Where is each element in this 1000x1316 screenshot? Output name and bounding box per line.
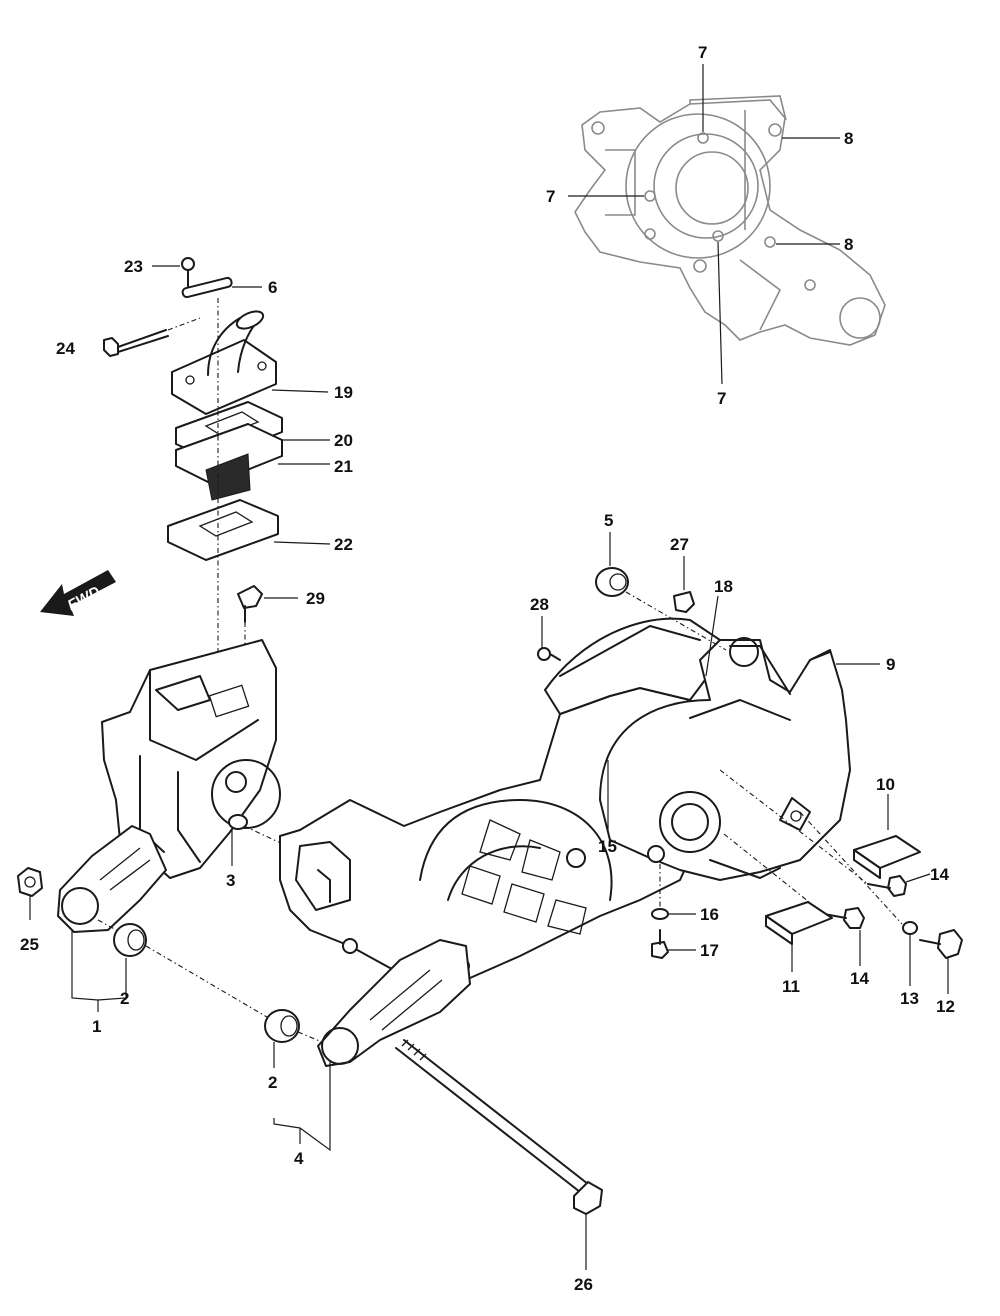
callout-6: 6 xyxy=(268,278,277,297)
callout-11: 11 xyxy=(782,977,800,996)
callout-8-lower: 8 xyxy=(844,235,853,254)
intake-manifold-assembly xyxy=(103,257,331,700)
crankcase-inner-view xyxy=(568,64,886,385)
callout-7-bottom: 7 xyxy=(717,389,726,408)
callout-28: 28 xyxy=(530,595,549,614)
callout-12: 12 xyxy=(936,997,955,1016)
callout-2-left: 2 xyxy=(120,989,129,1008)
gear-cover xyxy=(599,595,880,881)
callout-21: 21 xyxy=(334,457,353,476)
callout-29: 29 xyxy=(306,589,325,608)
callout-2-right: 2 xyxy=(268,1073,277,1092)
hardware-right xyxy=(651,769,963,994)
callout-13: 13 xyxy=(900,989,919,1008)
callout-1: 1 xyxy=(92,1017,101,1036)
bracket-leaders xyxy=(71,930,331,1152)
callout-labels: 7 8 7 8 7 23 6 24 19 20 21 22 29 5 27 18… xyxy=(20,43,955,1294)
callout-24: 24 xyxy=(56,339,75,358)
callout-20: 20 xyxy=(334,431,353,450)
callout-27: 27 xyxy=(670,535,689,554)
callout-8-upper: 8 xyxy=(844,129,853,148)
callout-14-upper: 14 xyxy=(930,865,949,884)
bearing-and-cap xyxy=(595,532,727,651)
callout-25: 25 xyxy=(20,935,39,954)
callout-10: 10 xyxy=(876,775,895,794)
callout-16: 16 xyxy=(700,905,719,924)
callout-5: 5 xyxy=(604,511,613,530)
callout-26: 26 xyxy=(574,1275,593,1294)
callout-14-lower: 14 xyxy=(850,969,869,988)
callout-9: 9 xyxy=(886,655,895,674)
callout-15: 15 xyxy=(598,837,617,856)
left-crankcase-half xyxy=(17,639,301,1021)
callout-17: 17 xyxy=(700,941,719,960)
callout-7-left: 7 xyxy=(546,187,555,206)
callout-18: 18 xyxy=(714,577,733,596)
callout-23: 23 xyxy=(124,257,143,276)
callout-19: 19 xyxy=(334,383,353,402)
mount-hardware-lower xyxy=(264,1009,603,1270)
callout-22: 22 xyxy=(334,535,353,554)
fwd-arrow-icon: FWD xyxy=(40,570,116,616)
callout-7-top: 7 xyxy=(698,43,707,62)
callout-4: 4 xyxy=(294,1149,304,1168)
callout-3: 3 xyxy=(226,871,235,890)
